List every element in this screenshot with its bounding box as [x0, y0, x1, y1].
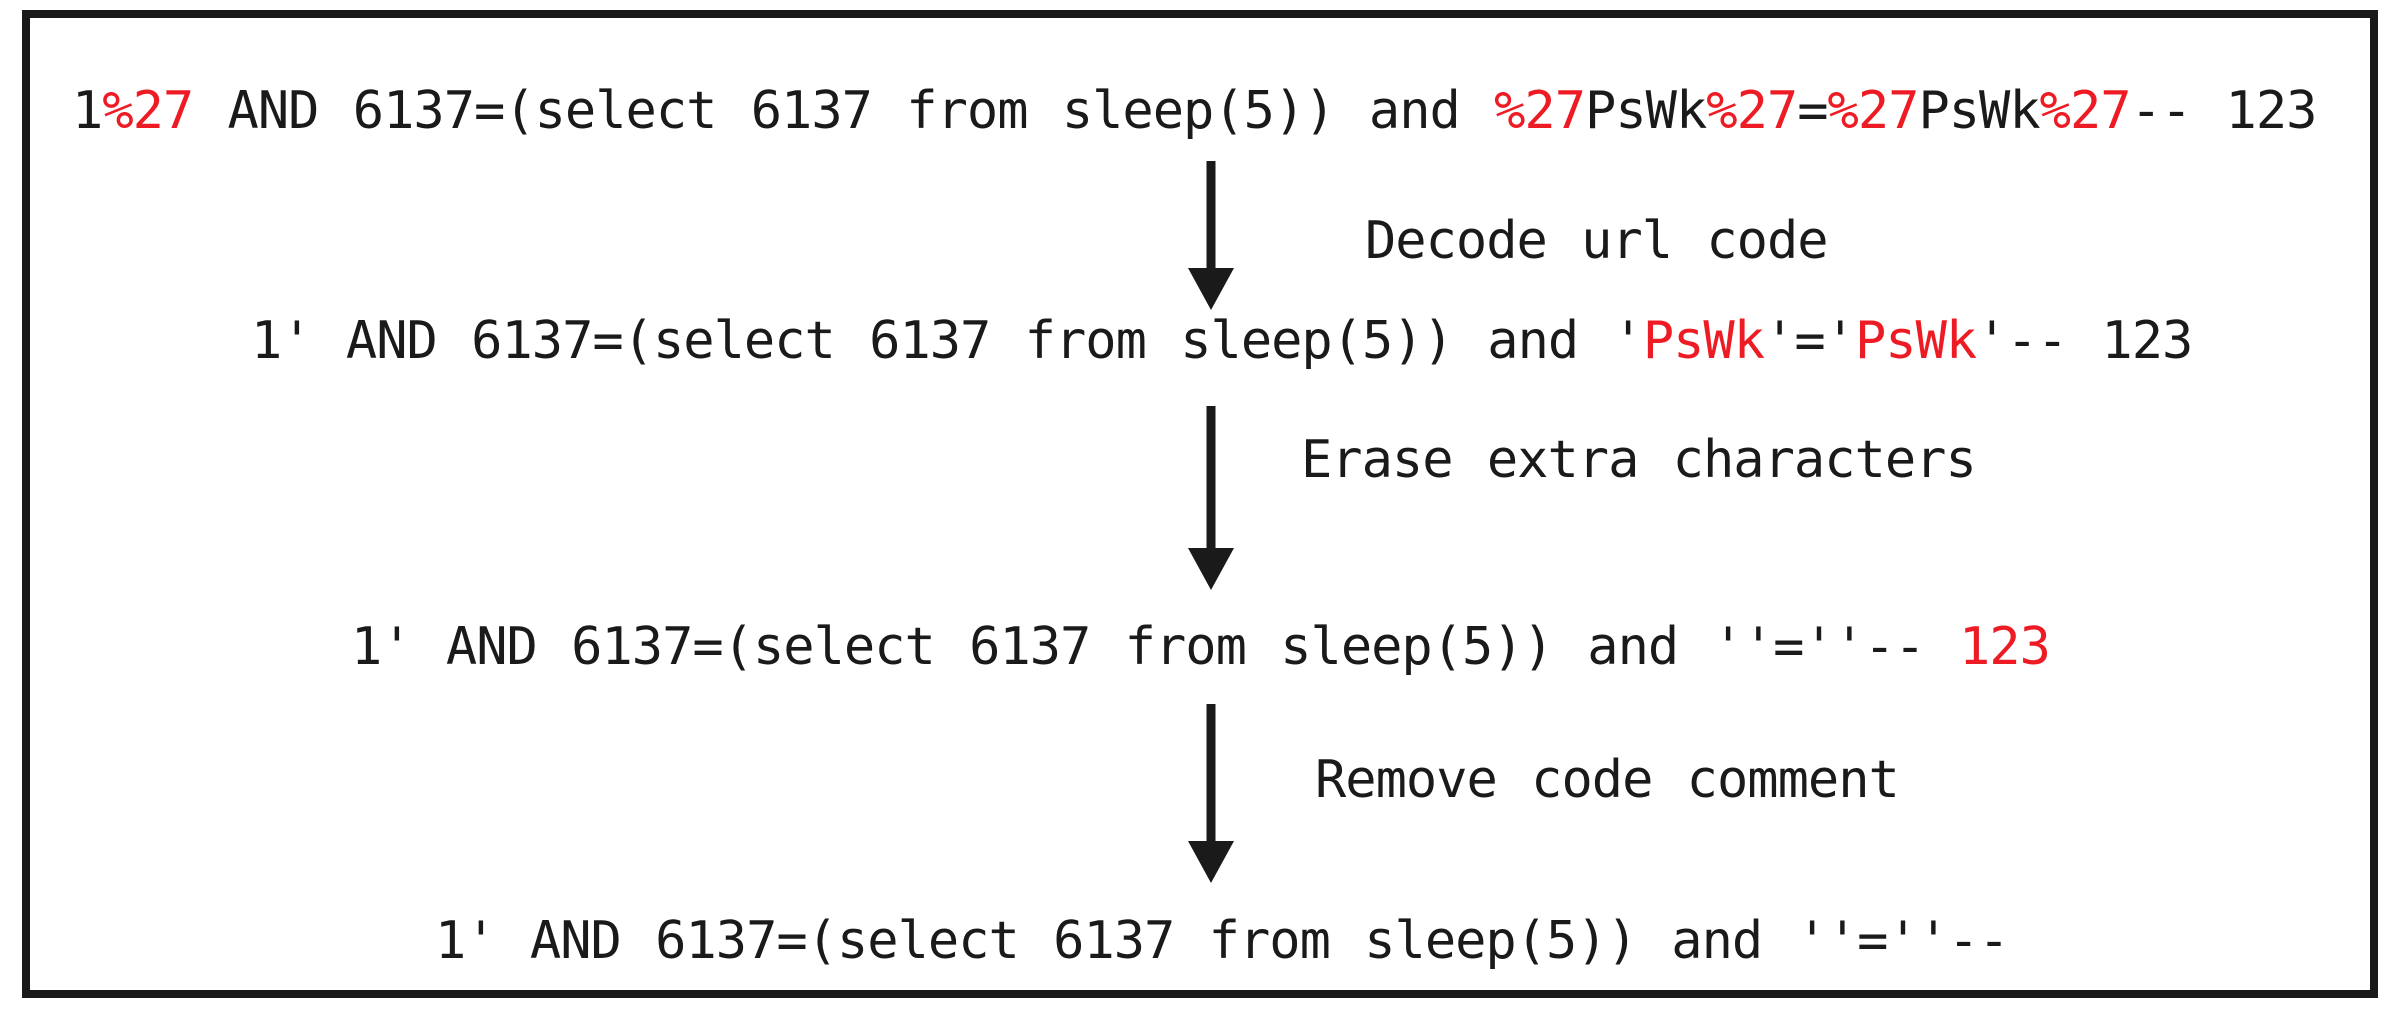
- code-segment: 1: [72, 81, 103, 141]
- step-label-erase-extra: Erase extra characters: [1301, 430, 1977, 490]
- highlighted-code-segment: %27: [2039, 81, 2132, 141]
- code-segment: '-- 123: [1976, 311, 2193, 371]
- payload-line-decoded: 1' AND 6137=(select 6137 from sleep(5)) …: [251, 311, 2193, 372]
- code-segment: 1' AND 6137=(select 6137 from sleep(5)) …: [251, 311, 1644, 371]
- step-label-decode-url: Decode url code: [1365, 211, 1829, 271]
- arrow-head: [1188, 841, 1234, 883]
- payload-line-encoded: 1%27 AND 6137=(select 6137 from sleep(5)…: [72, 81, 2318, 142]
- code-segment: PsWk: [1585, 81, 1707, 141]
- down-arrow-icon-3: [1188, 704, 1234, 883]
- highlighted-code-segment: 123: [1958, 617, 2051, 677]
- highlighted-code-segment: %27: [102, 81, 194, 141]
- highlighted-code-segment: PsWk: [1642, 311, 1765, 371]
- highlighted-code-segment: %27: [1706, 81, 1798, 141]
- highlighted-code-segment: PsWk: [1854, 311, 1977, 371]
- step-label-remove-comment: Remove code comment: [1315, 750, 1900, 810]
- code-segment: -- 123: [2130, 81, 2318, 141]
- code-segment: PsWk: [1918, 81, 2040, 141]
- payload-line-erased: 1' AND 6137=(select 6137 from sleep(5)) …: [351, 617, 2051, 678]
- code-segment: 1' AND 6137=(select 6137 from sleep(5)) …: [435, 911, 2010, 971]
- highlighted-code-segment: %27: [1827, 81, 1920, 141]
- code-segment: =: [1797, 81, 1828, 141]
- diagram-frame: 1%27 AND 6137=(select 6137 from sleep(5)…: [22, 10, 2378, 998]
- payload-line-final: 1' AND 6137=(select 6137 from sleep(5)) …: [435, 911, 2010, 972]
- arrow-head: [1188, 548, 1234, 590]
- highlighted-code-segment: %27: [1494, 81, 1586, 141]
- code-segment: AND 6137=(select 6137 from sleep(5)) and: [193, 81, 1495, 141]
- down-arrow-icon-2: [1188, 406, 1234, 590]
- arrow-head: [1188, 268, 1234, 310]
- code-segment: 1' AND 6137=(select 6137 from sleep(5)) …: [351, 617, 1959, 677]
- down-arrow-icon-1: [1188, 161, 1234, 310]
- arrow-shaft: [1206, 704, 1216, 847]
- code-segment: '=': [1764, 311, 1856, 371]
- arrow-shaft: [1206, 406, 1216, 554]
- arrow-shaft: [1206, 161, 1216, 274]
